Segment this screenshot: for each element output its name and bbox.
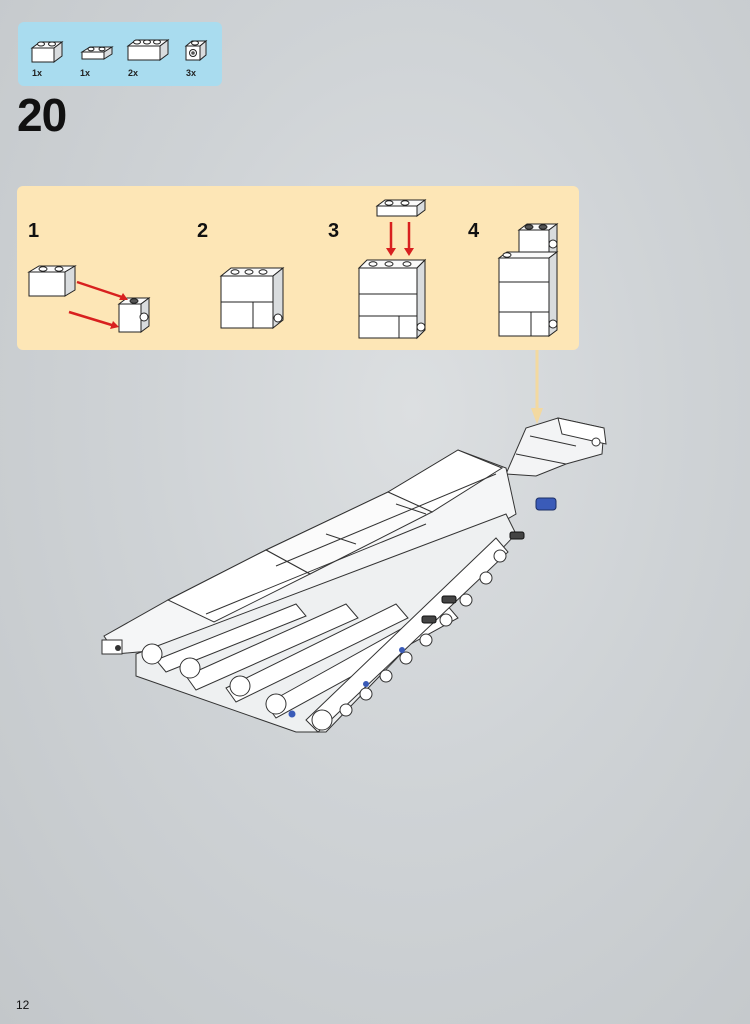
substep-label: 3 xyxy=(328,220,340,242)
part-qty: 1x xyxy=(80,68,91,78)
callout-arrow xyxy=(531,350,543,424)
technic-brick-1x1-icon xyxy=(184,39,208,62)
substep-label: 1 xyxy=(28,220,40,242)
part-qty: 2x xyxy=(128,68,139,78)
parts-list: 1x 1x 2x 3x xyxy=(18,22,222,86)
step-number: 20 xyxy=(17,89,67,141)
plate-1x2-icon xyxy=(80,46,114,60)
brick-1x3-icon xyxy=(126,39,170,61)
substep-label: 4 xyxy=(468,220,480,242)
brick-1x2-icon xyxy=(30,41,64,63)
page-number: 12 xyxy=(16,998,30,1012)
substeps-panel: 1 2 3 4 xyxy=(17,186,579,350)
substep-2-illustration xyxy=(219,266,285,330)
model-illustration xyxy=(101,417,607,733)
part-qty: 1x xyxy=(32,68,43,78)
part-qty: 3x xyxy=(186,68,197,78)
substep-3-illustration xyxy=(357,199,427,340)
substep-4-illustration xyxy=(497,223,559,337)
substep-1-illustration xyxy=(27,265,151,333)
substep-label: 2 xyxy=(197,220,209,242)
